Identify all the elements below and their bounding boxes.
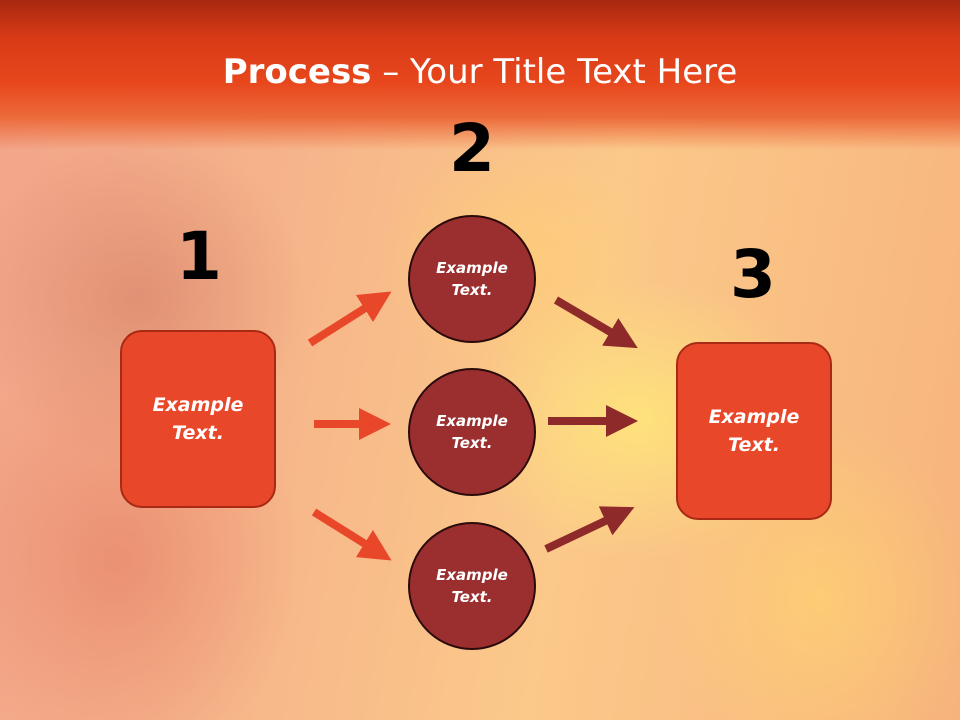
- title-bar: [0, 0, 960, 150]
- circle-top-label: Example Text.: [436, 258, 508, 300]
- left-box-label: Example Text.: [152, 393, 244, 445]
- arrow-right-bottom: [544, 506, 635, 553]
- arrow-left-bottom: [311, 508, 392, 561]
- right-box[interactable]: Example Text.: [676, 342, 832, 520]
- right-box-label: Example Text.: [708, 405, 800, 457]
- title-bold: Process: [222, 52, 372, 92]
- step-number-1: 1: [176, 218, 222, 295]
- step-number-2: 2: [449, 110, 495, 187]
- circle-middle[interactable]: Example Text.: [408, 368, 536, 496]
- step-number-3: 3: [730, 236, 776, 313]
- circle-bottom-label: Example Text.: [436, 565, 508, 607]
- circle-bottom[interactable]: Example Text.: [408, 522, 536, 650]
- title-rest: – Your Title Text Here: [371, 52, 738, 92]
- left-box[interactable]: Example Text.: [120, 330, 276, 508]
- arrow-right-top: [553, 296, 638, 349]
- arrow-left-top: [307, 291, 392, 347]
- circle-top[interactable]: Example Text.: [408, 215, 536, 343]
- slide-title[interactable]: Process – Your Title Text Here: [0, 52, 960, 92]
- circle-middle-label: Example Text.: [436, 411, 508, 453]
